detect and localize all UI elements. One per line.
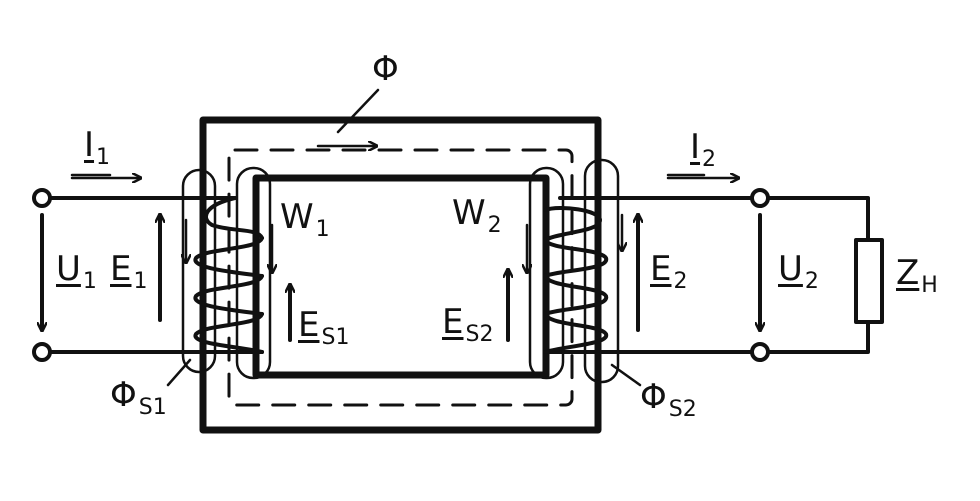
u1-subscript: 1 [82, 269, 97, 294]
w1-label: W1 [280, 197, 330, 241]
w1-subscript: 1 [315, 217, 330, 242]
w2-label: W2 [452, 193, 502, 237]
i1-label: I1 [84, 125, 110, 169]
es1-label: ES1 [298, 305, 349, 349]
es1-subscript: S1 [321, 325, 350, 350]
es2-symbol: E [442, 302, 464, 342]
phi-s2-pointer [610, 363, 642, 387]
phi-s1-pointer [166, 358, 192, 387]
zload-label: ZН [896, 253, 938, 297]
w2-subscript: 2 [487, 213, 502, 238]
secondary-terminal-top [750, 188, 770, 208]
e2-symbol: E [650, 249, 672, 289]
e1-symbol: E [110, 249, 132, 289]
phi-s2-subscript: S2 [668, 397, 697, 422]
e2-subscript: 2 [673, 269, 688, 294]
load-impedance [854, 238, 884, 324]
secondary-terminal-bottom [750, 342, 770, 362]
phi-s1-subscript: S1 [138, 395, 167, 420]
e2-label: E2 [650, 249, 687, 293]
flux-pointer [336, 88, 380, 134]
w1-symbol: W [280, 197, 314, 237]
flux-symbol: Φ [372, 49, 399, 89]
i2-label: I2 [690, 127, 716, 171]
u1-label: U1 [56, 249, 97, 293]
i2-subscript: 2 [702, 147, 717, 172]
load-wire-bottom [766, 320, 870, 354]
core-outer [199, 116, 602, 434]
u2-label: U2 [778, 249, 819, 293]
zload-symbol: Z [896, 253, 920, 293]
load-wire-top [766, 196, 870, 242]
i1-subscript: 1 [96, 145, 111, 170]
w2-symbol: W [452, 193, 486, 233]
es1-symbol: E [298, 305, 320, 345]
zload-subscript: Н [921, 273, 938, 298]
primary-terminal-top [32, 188, 52, 208]
main-flux-path [227, 148, 574, 407]
es2-subscript: S2 [465, 322, 494, 347]
primary-terminal-bottom [32, 342, 52, 362]
i2-symbol: I [690, 127, 701, 167]
flux-label: Φ [372, 52, 399, 86]
u2-symbol: U [778, 249, 803, 289]
phi-s2-symbol: Φ [640, 377, 667, 417]
phi-s2-label: ΦS2 [640, 377, 697, 421]
e1-label: E1 [110, 249, 147, 293]
es2-label: ES2 [442, 302, 493, 346]
e1-subscript: 1 [133, 269, 148, 294]
phi-s1-label: ΦS1 [110, 375, 167, 419]
secondary-leakage-loop-outer [583, 158, 620, 384]
u1-symbol: U [56, 249, 81, 289]
phi-s1-symbol: Φ [110, 375, 137, 415]
i1-symbol: I [84, 125, 95, 165]
primary-leakage-loop [181, 168, 217, 374]
u2-subscript: 2 [804, 269, 819, 294]
